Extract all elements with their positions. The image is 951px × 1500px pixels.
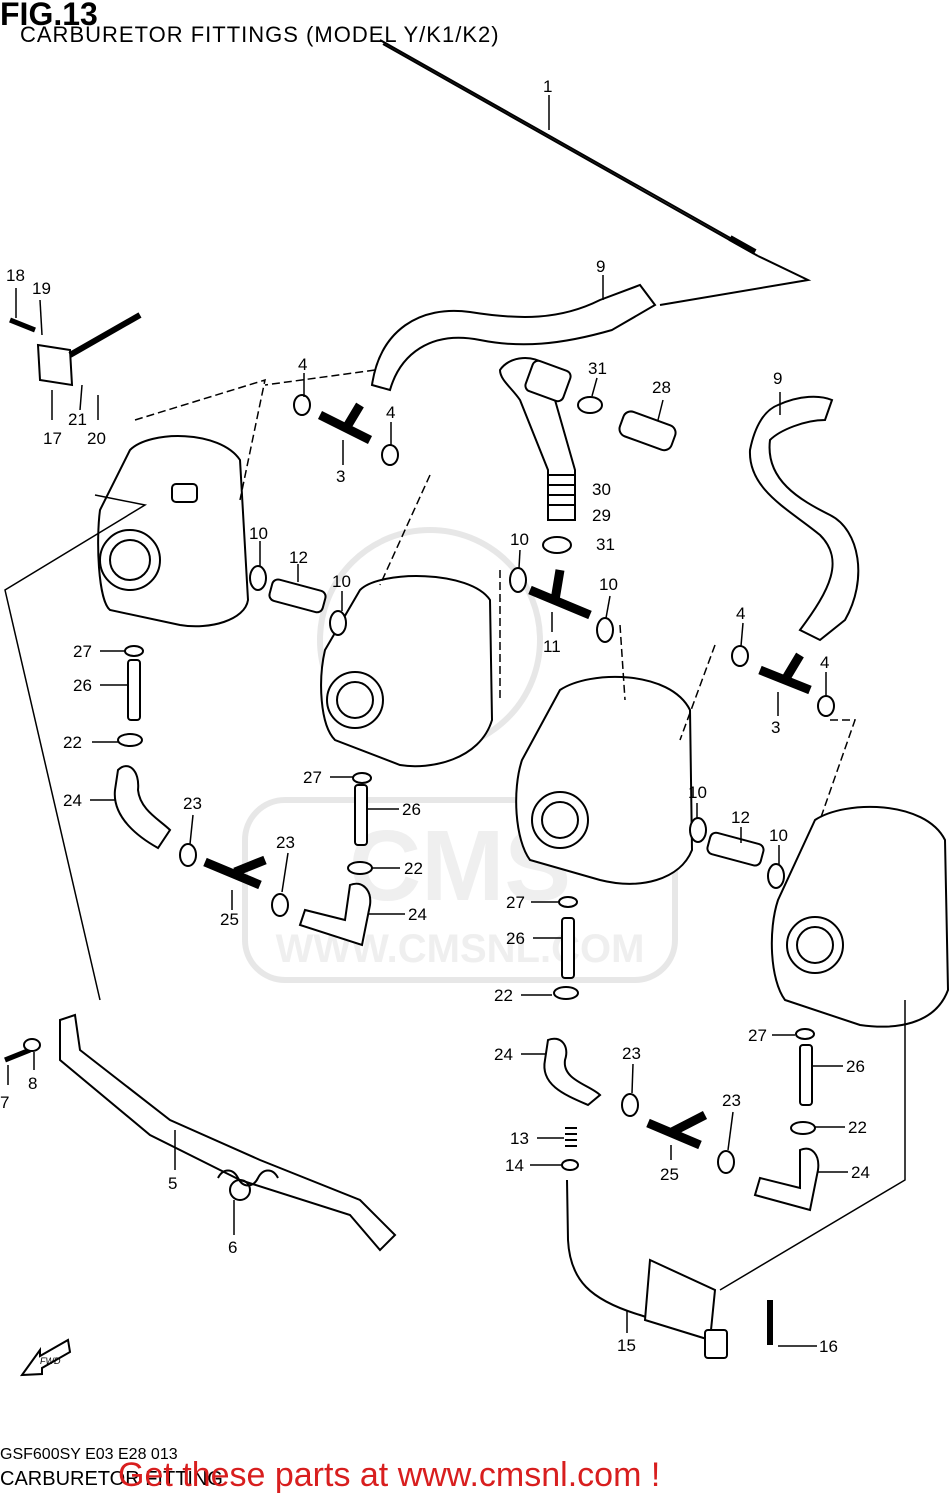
vent-tube bbox=[498, 357, 576, 521]
frame-lines bbox=[4, 494, 906, 1291]
fwd-label: FWD bbox=[40, 1356, 61, 1366]
callout-23d: 23 bbox=[722, 1091, 741, 1110]
callout-4b: 4 bbox=[386, 403, 395, 422]
promo-link[interactable]: Get these parts at www.cmsnl.com ! bbox=[118, 1456, 661, 1494]
callout-16: 16 bbox=[819, 1337, 838, 1356]
callout-18: 18 bbox=[6, 266, 25, 285]
callout-12b: 12 bbox=[731, 808, 750, 827]
callout-22a: 22 bbox=[63, 733, 82, 752]
leader-lines bbox=[134, 369, 857, 821]
callout-28: 28 bbox=[652, 378, 671, 397]
callout-30: 30 bbox=[592, 480, 611, 499]
watermark: CMS WWW.CMSNL.COM bbox=[242, 527, 678, 983]
callout-31b: 31 bbox=[596, 535, 615, 554]
callout-27c: 27 bbox=[506, 893, 525, 912]
callout-labels: 1 9 9 18 19 17 21 20 4 4 3 31 28 30 29 1… bbox=[0, 77, 870, 1356]
callout-22d: 22 bbox=[848, 1118, 867, 1137]
callout-26d: 26 bbox=[846, 1057, 865, 1076]
spring-6 bbox=[217, 1169, 279, 1201]
carburetor-2 bbox=[320, 575, 494, 768]
callout-27a: 27 bbox=[73, 642, 92, 661]
callout-24b: 24 bbox=[408, 905, 427, 924]
callout-24d: 24 bbox=[851, 1163, 870, 1182]
small-parts bbox=[4, 312, 835, 1345]
callout-24c: 24 bbox=[494, 1045, 513, 1064]
callout-9: 9 bbox=[596, 257, 605, 276]
callout-1: 1 bbox=[543, 77, 552, 96]
callout-17: 17 bbox=[43, 429, 62, 448]
callout-23b: 23 bbox=[276, 833, 295, 852]
callout-24a: 24 bbox=[63, 791, 82, 810]
callout-13: 13 bbox=[510, 1129, 529, 1148]
carburetor-1 bbox=[97, 435, 250, 628]
callout-10e: 10 bbox=[688, 783, 707, 802]
hose-9-right bbox=[748, 395, 860, 642]
callout-29: 29 bbox=[592, 506, 611, 525]
link-plate-5 bbox=[59, 1013, 397, 1252]
callout-26c: 26 bbox=[506, 929, 525, 948]
callout-10a: 10 bbox=[510, 530, 529, 549]
callout-27d: 27 bbox=[748, 1026, 767, 1045]
hose-9 bbox=[370, 283, 657, 392]
callout-4d: 4 bbox=[820, 653, 829, 672]
callout-10b: 10 bbox=[249, 524, 268, 543]
callout-25a: 25 bbox=[220, 910, 239, 929]
callout-15: 15 bbox=[617, 1336, 636, 1355]
callout-22c: 22 bbox=[494, 986, 513, 1005]
callout-19: 19 bbox=[32, 279, 51, 298]
callout-14: 14 bbox=[505, 1156, 524, 1175]
callout-3a: 3 bbox=[336, 467, 345, 486]
callout-3b: 3 bbox=[771, 718, 780, 737]
figure-number: FIG.13 bbox=[0, 0, 98, 32]
callout-8: 8 bbox=[28, 1074, 37, 1093]
fwd-arrow-icon: FWD bbox=[19, 1338, 72, 1377]
callout-25b: 25 bbox=[660, 1165, 679, 1184]
carburetor-4 bbox=[770, 805, 950, 1028]
callout-21: 21 bbox=[68, 410, 87, 429]
callout-5: 5 bbox=[168, 1174, 177, 1193]
callout-26b: 26 bbox=[402, 800, 421, 819]
callout-23a: 23 bbox=[183, 794, 202, 813]
callout-11: 11 bbox=[543, 637, 561, 656]
callout-4a: 4 bbox=[298, 355, 307, 374]
footer-title: CARBURETOR FITTING bbox=[0, 1468, 223, 1490]
callout-20: 20 bbox=[87, 429, 106, 448]
callout-4c: 4 bbox=[736, 604, 745, 623]
carburetor-3 bbox=[515, 675, 694, 885]
callout-12a: 12 bbox=[289, 548, 308, 567]
callout-9-right: 9 bbox=[773, 369, 782, 388]
diagram-code: GSF600SY E03 E28 013 bbox=[0, 1446, 178, 1463]
callout-10f: 10 bbox=[769, 826, 788, 845]
callout-10d: 10 bbox=[332, 572, 351, 591]
callout-23c: 23 bbox=[622, 1044, 641, 1063]
callout-31a: 31 bbox=[588, 359, 607, 378]
callout-7: 7 bbox=[0, 1093, 9, 1112]
throttle-cable bbox=[379, 39, 812, 306]
callout-leaders bbox=[7, 95, 848, 1347]
page-title: CARBURETOR FITTINGS (MODEL Y/K1/K2) bbox=[20, 22, 500, 47]
callout-22b: 22 bbox=[404, 859, 423, 878]
callout-10c: 10 bbox=[599, 575, 618, 594]
sensor-15 bbox=[566, 1179, 728, 1359]
callout-6: 6 bbox=[228, 1238, 237, 1257]
callout-26a: 26 bbox=[73, 676, 92, 695]
callout-27b: 27 bbox=[303, 768, 322, 787]
